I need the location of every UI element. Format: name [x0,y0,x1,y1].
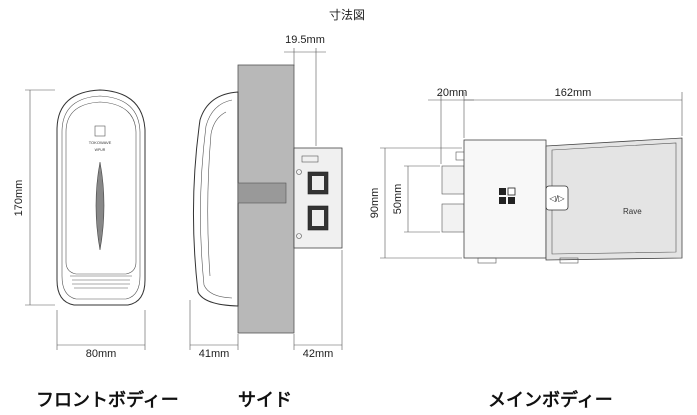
side-right-depth-label: 42mm [303,348,334,360]
main-small-width-label: 20mm [437,87,468,99]
front-width-label: 80mm [86,348,117,360]
caption-side: サイド [238,390,292,411]
front-model-text: WPUR [95,148,106,152]
front-brand-text: TOKOWAVE [89,140,112,145]
side-drawing: 19.5mm 41mm 42mm [189,34,343,360]
page-title: 寸法図 [329,8,366,22]
side-left-depth-label: 41mm [199,348,230,360]
front-vents [70,275,132,289]
caption-main: メインボディー [488,390,613,411]
main-button-symbol: ◁/▷ [549,194,566,203]
main-large-width-label: 162mm [555,87,592,99]
main-outer-height-label: 90mm [369,188,381,219]
side-top-depth-label: 19.5mm [285,34,325,46]
main-inner-height-label: 50mm [392,184,404,215]
front-height-label: 170mm [13,180,25,217]
front-body-drawing: TOKOWAVE WPUR 80mm 170mm [13,89,146,360]
main-body-drawing: ◁/▷ Rave 20mm 162mm 90mm 50mm [369,87,683,264]
caption-front: フロントボディー [36,390,179,411]
main-logo-text: Rave [623,207,642,216]
